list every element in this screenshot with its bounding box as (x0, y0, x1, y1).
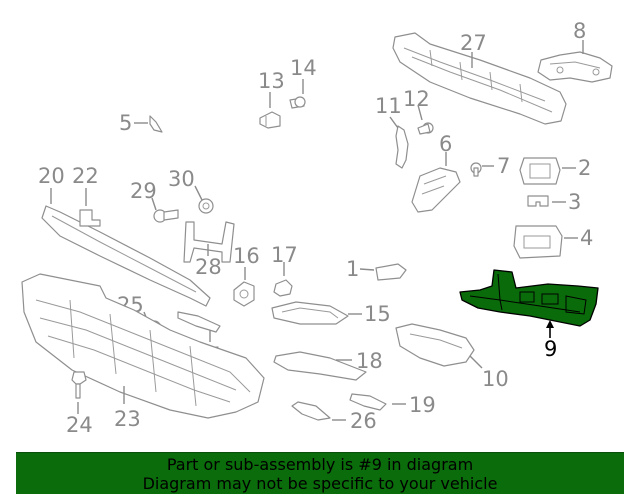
part-notice-banner: Part or sub-assembly is #9 in diagram Di… (16, 452, 624, 494)
part-27-absorber[interactable] (392, 32, 567, 125)
callout-30: 30 (168, 167, 195, 191)
part-20-reinforcement[interactable] (41, 205, 211, 307)
callout-18: 18 (356, 349, 383, 373)
part-16-sensor-bracket[interactable] (233, 281, 255, 307)
callout-22: 22 (72, 164, 99, 188)
part-15-grille-trim[interactable] (271, 301, 349, 325)
callout-2: 2 (578, 156, 591, 180)
part-8-bracket[interactable] (537, 51, 613, 83)
part-23-lower-shield[interactable] (21, 273, 265, 419)
part-7-screw[interactable] (470, 162, 482, 177)
callout-8: 8 (573, 19, 586, 43)
callout-6: 6 (439, 132, 452, 156)
callout-13: 13 (258, 69, 285, 93)
part-29-bolt[interactable] (153, 209, 179, 223)
callout-19: 19 (409, 393, 436, 417)
part-21-seal[interactable] (177, 311, 221, 333)
part-28-bracket[interactable] (183, 221, 235, 263)
part-18-trim-strip[interactable] (273, 351, 367, 381)
part-30-clip[interactable] (198, 198, 214, 214)
callout-4: 4 (580, 226, 593, 250)
part-5-emblem[interactable] (149, 115, 163, 133)
part-24-bolt[interactable] (71, 371, 87, 399)
callout-17: 17 (271, 243, 298, 267)
part-22-clip[interactable] (79, 209, 101, 227)
banner-line-1: Part or sub-assembly is #9 in diagram (166, 454, 474, 474)
callout-12: 12 (403, 87, 430, 111)
callout-26: 26 (350, 409, 377, 433)
part-1-cover[interactable] (375, 263, 407, 281)
callout-9: 9 (544, 337, 557, 361)
callout-20: 20 (38, 164, 65, 188)
part-9-highlighted-bracket[interactable] (459, 269, 599, 327)
part-10-duct[interactable] (395, 323, 475, 367)
part-17-sensor[interactable] (273, 279, 293, 297)
callout-7: 7 (497, 154, 510, 178)
callout-1: 1 (346, 257, 359, 281)
banner-line-2: Diagram may not be specific to your vehi… (142, 473, 498, 493)
callout-3: 3 (568, 190, 581, 214)
part-4-trim[interactable] (513, 225, 563, 259)
part-19-clip[interactable] (349, 393, 387, 411)
part-11-bracket[interactable] (395, 125, 409, 169)
callout-28: 28 (195, 255, 222, 279)
callout-14: 14 (290, 56, 317, 80)
callout-27: 27 (460, 31, 487, 55)
callout-16: 16 (233, 244, 260, 268)
callout-11: 11 (375, 94, 402, 118)
part-6-bracket[interactable] (411, 167, 461, 213)
callout-15: 15 (364, 302, 391, 326)
part-14-screw[interactable] (289, 96, 306, 109)
part-12-screw[interactable] (417, 122, 434, 135)
callout-10: 10 (482, 367, 509, 391)
callout-23: 23 (114, 407, 141, 431)
callout-24: 24 (66, 413, 93, 437)
part-13-clip[interactable] (259, 111, 281, 129)
callout-29: 29 (130, 179, 157, 203)
part-2-bracket[interactable] (519, 157, 561, 185)
part-26-cover[interactable] (291, 401, 331, 421)
part-3-clip[interactable] (527, 195, 549, 207)
callout-5: 5 (119, 111, 132, 135)
